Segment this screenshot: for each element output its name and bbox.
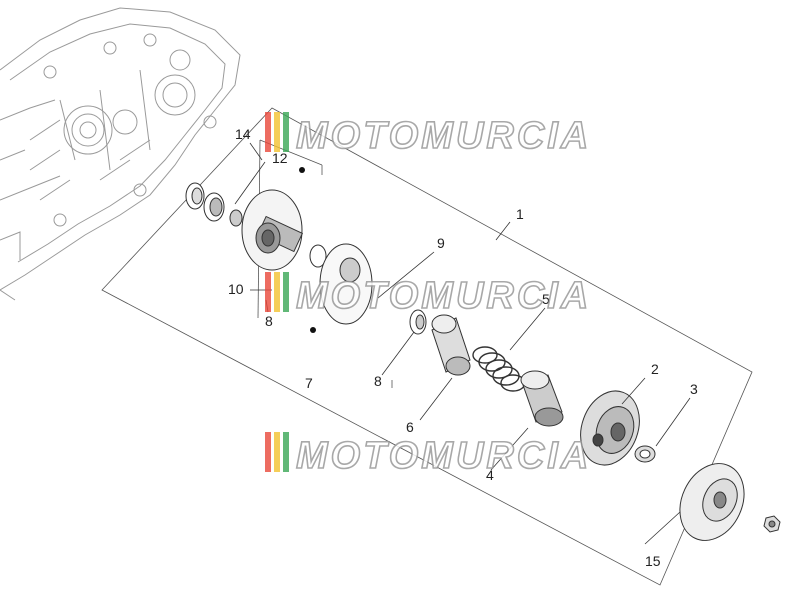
watermark-stripe (274, 272, 280, 312)
watermark-top: MOTOMURCIA (265, 112, 591, 158)
assembly-frame (101, 107, 753, 586)
callout-7: 7 (305, 375, 313, 391)
guide-ring (309, 244, 327, 268)
callout-14: 14 (235, 126, 251, 142)
roller-bushing (229, 209, 243, 227)
watermark-middle: MOTOMURCIA (265, 272, 591, 318)
watermark-stripe (265, 432, 271, 472)
spring-cup (520, 370, 564, 427)
callout-9: 9 (437, 235, 445, 251)
driven-half-pulley-fixed (241, 189, 304, 271)
watermark-bottom: MOTOMURCIA (265, 432, 591, 478)
callout-8-upper: 8 (265, 313, 273, 329)
o-ring (409, 309, 427, 335)
clutch-bell (679, 463, 745, 541)
driven-half-pulley-movable (319, 243, 373, 325)
clutch-washer (634, 445, 656, 463)
callout-4: 4 (486, 467, 494, 483)
watermark-text: MOTOMURCIA (296, 115, 591, 157)
callout-6: 6 (406, 419, 414, 435)
reference-dot (299, 167, 305, 173)
watermark-stripe (283, 112, 289, 152)
callout-10: 10 (228, 281, 244, 297)
callout-5: 5 (542, 291, 550, 307)
callout-15: 15 (645, 553, 661, 569)
callout-12: 12 (272, 150, 288, 166)
watermark-stripe (274, 432, 280, 472)
crankcase-outline (0, 7, 241, 301)
watermark-stripe (265, 272, 271, 312)
reference-dot (310, 327, 316, 333)
watermark-text: MOTOMURCIA (296, 435, 591, 477)
bearing (203, 192, 225, 222)
oil-seal (185, 182, 205, 210)
callout-1: 1 (516, 206, 524, 222)
contrast-spring (472, 346, 526, 392)
callout-3: 3 (690, 381, 698, 397)
watermark-stripe (265, 112, 271, 152)
callout-2: 2 (651, 361, 659, 377)
watermark-stripe (274, 112, 280, 152)
watermark-stripe (283, 432, 289, 472)
watermark-text: MOTOMURCIA (296, 275, 591, 317)
watermark-stripe (283, 272, 289, 312)
spacer-sleeve (431, 314, 471, 376)
callout-8-lower: 8 (374, 373, 382, 389)
clutch-assembly (580, 390, 640, 466)
flange-nut (763, 515, 781, 533)
